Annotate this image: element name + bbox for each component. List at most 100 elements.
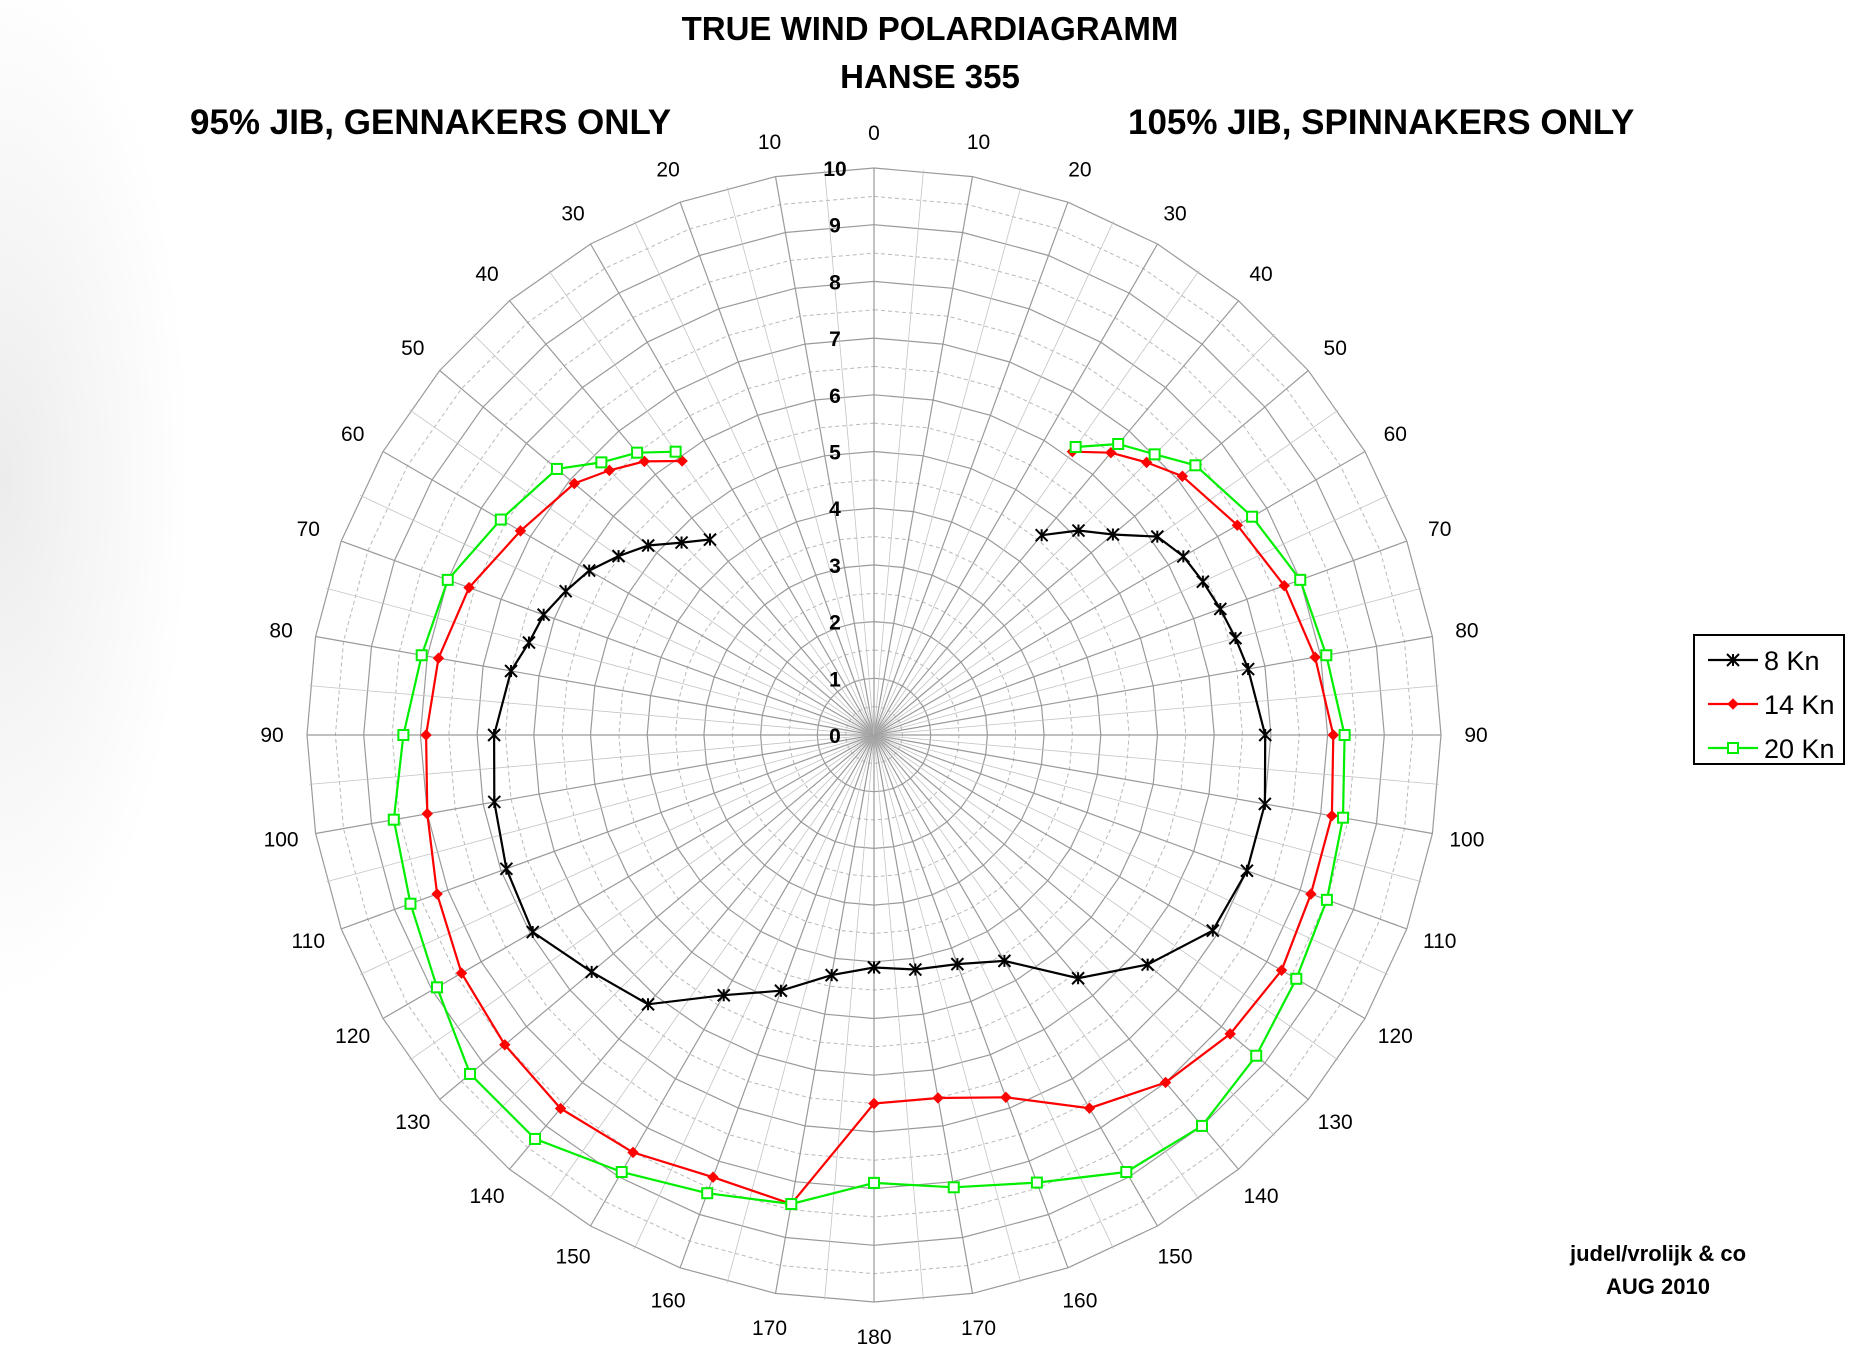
data-point (785, 1198, 798, 1211)
data-point (1071, 971, 1085, 985)
grid-spoke (315, 734, 875, 835)
data-point (420, 729, 432, 741)
data-point (1305, 888, 1317, 900)
angle-label: 120 (1378, 1025, 1413, 1048)
grid-spoke (873, 734, 1159, 1227)
grid-spoke (873, 734, 1422, 883)
data-point (1326, 810, 1338, 822)
data-point (397, 729, 410, 741)
series-0 (487, 523, 1272, 1012)
data-point (1030, 1176, 1043, 1189)
radial-tick-label: 10 (823, 158, 846, 181)
data-point (824, 968, 839, 982)
data-point (1106, 527, 1120, 542)
grid-spoke (873, 176, 974, 736)
angle-label: 0 (868, 122, 880, 145)
data-point (707, 1171, 719, 1183)
right-caption: 105% JIB, SPINNAKERS ONLY (1128, 103, 1634, 142)
grid-spoke (309, 685, 875, 736)
angle-label: 60 (341, 423, 364, 446)
grid-spoke (634, 220, 875, 736)
data-point (494, 513, 507, 526)
data-point (536, 608, 551, 622)
data-point (431, 888, 443, 900)
grid-spoke (472, 333, 875, 736)
data-point (584, 965, 599, 979)
angle-label: 140 (469, 1185, 504, 1208)
angle-label: 70 (297, 518, 320, 541)
angle-label: 90 (1464, 724, 1487, 747)
chart-title: TRUE WIND POLARDIAGRAMM (682, 10, 1179, 47)
data-point (1337, 811, 1350, 824)
data-point (1213, 602, 1228, 616)
grid-spoke (873, 270, 1200, 736)
grid-spoke (873, 734, 924, 1300)
angle-label: 10 (967, 131, 990, 154)
grid-spoke (315, 635, 875, 736)
data-point (1083, 1102, 1096, 1114)
angle-label: 110 (292, 930, 325, 953)
grid-spoke (774, 176, 875, 736)
grid-spoke (873, 300, 1239, 736)
angle-label: 20 (1068, 158, 1091, 181)
data-point (568, 477, 581, 490)
data-point (1327, 729, 1339, 741)
data-point (1246, 510, 1259, 523)
angle-label: 180 (856, 1326, 891, 1349)
data-point (1727, 698, 1739, 710)
angle-label: 80 (269, 620, 292, 643)
grid-spoke (873, 734, 1408, 930)
grid-spoke (548, 734, 875, 1200)
data-point (868, 1176, 880, 1189)
data-point (463, 581, 475, 594)
data-point (1176, 549, 1191, 564)
grid-spoke (873, 685, 1439, 736)
data-point (1112, 437, 1125, 450)
data-point (529, 1132, 542, 1145)
grid-spoke (309, 734, 875, 785)
data-point (703, 532, 717, 547)
angle-label: 20 (656, 158, 679, 181)
series-1 (420, 445, 1339, 1210)
angle-label: 130 (1318, 1111, 1353, 1134)
grid-spoke (873, 170, 924, 736)
data-point (1228, 631, 1243, 645)
data-point (1320, 649, 1333, 662)
grid-spoke (873, 734, 1022, 1283)
data-point (1206, 923, 1220, 938)
data-point (504, 664, 518, 678)
data-point (499, 1039, 511, 1051)
angle-label: 170 (961, 1317, 996, 1340)
data-point (415, 649, 428, 662)
data-point (1278, 579, 1290, 592)
legend-box (1693, 634, 1845, 765)
credit-company: judel/vrolijk & co (1569, 1241, 1746, 1266)
data-point (582, 563, 596, 578)
data-point (674, 535, 689, 550)
data-point (868, 1097, 880, 1110)
data-point (1240, 864, 1254, 878)
angle-label: 50 (1324, 337, 1347, 360)
data-point (1258, 728, 1272, 742)
angle-label: 10 (758, 131, 781, 154)
data-point (1069, 441, 1082, 454)
angle-label: 150 (1157, 1245, 1192, 1268)
grid-spoke (873, 450, 1366, 736)
data-point (404, 897, 417, 910)
grid-spoke (873, 734, 1389, 975)
radial-tick-label: 6 (829, 385, 841, 408)
angle-label: 40 (1249, 263, 1272, 286)
credit-date: AUG 2010 (1606, 1274, 1710, 1299)
data-point (526, 925, 540, 939)
series-2 (387, 437, 1351, 1211)
grid-spoke (873, 201, 1069, 736)
data-point (631, 446, 644, 459)
grid-spoke (873, 734, 974, 1294)
data-point (1176, 470, 1189, 482)
angle-label: 160 (1062, 1290, 1097, 1313)
data-point (1250, 1049, 1263, 1062)
